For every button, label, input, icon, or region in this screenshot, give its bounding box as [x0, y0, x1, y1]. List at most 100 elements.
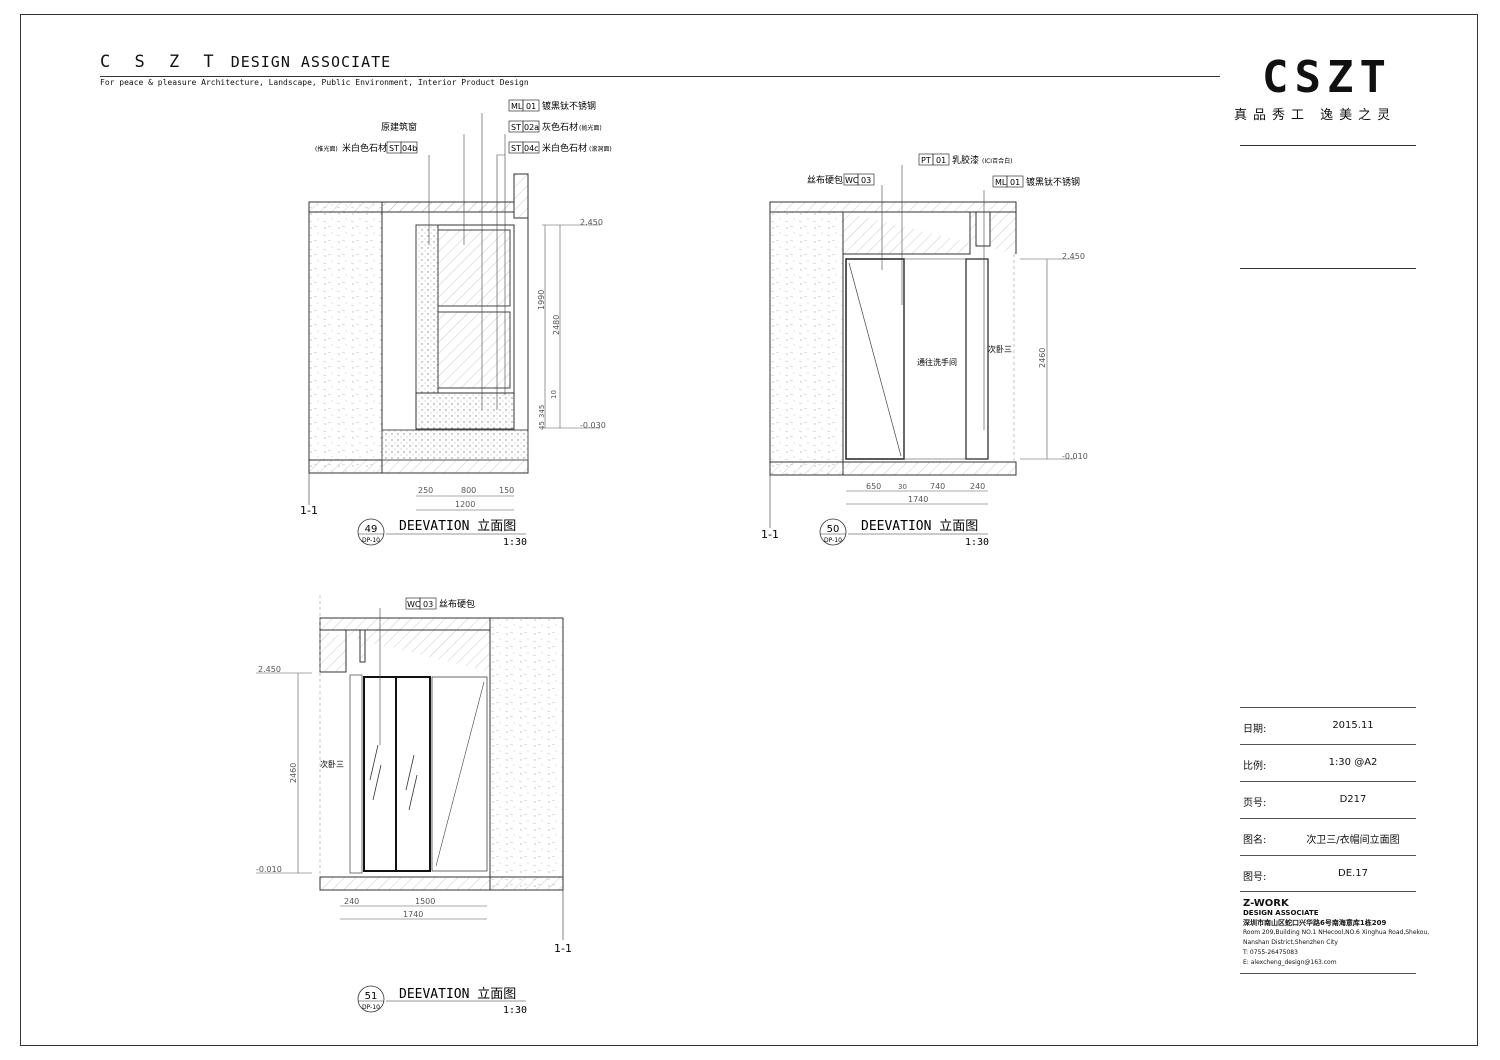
dim-h-240-51: 240	[344, 897, 359, 906]
tag-ml-49: ML	[511, 102, 523, 111]
elevation-49: ML 01 镀黑钛不锈钢 原建筑窗 ST 02a 灰色石材 (抛光面) (推光面…	[300, 99, 612, 548]
floor-50	[769, 461, 1017, 476]
level-bottom-51: -0.010	[256, 865, 282, 874]
level-top-50: 2.450	[1062, 252, 1085, 261]
dim-h-250-49: 250	[418, 486, 433, 495]
dim-v-1990-49: 1990	[537, 290, 546, 310]
drawing-scale-51: 1:30	[503, 1005, 527, 1016]
dim-h-240-50: 240	[970, 482, 985, 491]
ceiling-slab-49	[308, 173, 529, 219]
jamb-50	[965, 258, 989, 460]
label-st02a-note-49: (抛光面)	[579, 124, 602, 132]
elevation-51: WC 03 丝布硬包 次卧三 2.450 -0.010 2460 240 150…	[256, 595, 572, 1016]
label-wc03-50: 丝布硬包	[807, 174, 843, 186]
label-st04b-note-49: (推光面)	[315, 145, 338, 153]
company-block: Z-WORK DESIGN ASSOCIATE 深圳市南山区蛇口兴华路6号南海意…	[1243, 898, 1429, 968]
dim-h-1500-51: 1500	[415, 897, 435, 906]
logo-text: CSZT	[1262, 56, 1392, 96]
stone-sill-49	[415, 392, 515, 430]
dim-h-1740-51: 1740	[403, 910, 423, 919]
wardrobe-door-right-51	[395, 676, 431, 872]
logo-slogan: 真品秀工 逸美之灵	[1234, 108, 1397, 123]
dim-h-30-50: 30	[898, 483, 907, 491]
company-address-cn: 深圳市南山区蛇口兴华路6号南海意库1栋209	[1243, 919, 1387, 927]
jamb-51	[349, 674, 363, 874]
tag-st02a-49: 02a	[524, 123, 539, 132]
company-address-en-2: Nanshan District,Shenzhen City	[1243, 939, 1338, 946]
dim-v-2460-50: 2460	[1038, 348, 1047, 368]
label-bedroom-51: 次卧三	[320, 759, 344, 769]
tag-ml-num-50: 01	[1010, 178, 1020, 187]
stone-frame-49	[415, 224, 439, 394]
section-mark-49: 1-1	[300, 504, 318, 517]
tag-wc-num-51: 03	[423, 600, 433, 609]
label-ml01-50: 镀黑钛不锈钢	[1026, 176, 1080, 188]
tag-ml-50: ML	[995, 178, 1007, 187]
dim-v-10-49: 10	[550, 390, 558, 399]
dim-h-150-49: 150	[499, 486, 514, 495]
tag-wc-num-50: 03	[861, 176, 871, 185]
wall-right-51	[489, 617, 564, 891]
label-st04b-49: 米白色石材	[342, 142, 387, 154]
brand-tagline: For peace & pleasure Architecture, Lands…	[100, 78, 529, 87]
dim-h-1200-49: 1200	[455, 500, 475, 509]
drawing-frame	[20, 14, 1478, 1046]
floor-51	[319, 876, 564, 891]
drawing-title-51: DEEVATION 立面图	[399, 987, 516, 1002]
title-rule-2	[1240, 268, 1416, 269]
section-mark-50: 1-1	[761, 528, 779, 541]
floor-49	[308, 459, 529, 474]
tag-pt-50: PT	[921, 156, 931, 165]
company-sub: DESIGN ASSOCIATE	[1243, 909, 1319, 917]
tag-st-49a: ST	[511, 123, 521, 132]
label-st02a-49: 灰色石材	[542, 121, 578, 133]
level-bottom-50: -0.010	[1062, 452, 1088, 461]
label-pt01-note-50: (ICI百合白)	[982, 157, 1012, 165]
dim-v-2480-49: 2480	[552, 315, 561, 335]
wall-left-49	[308, 201, 383, 474]
drawing-scale-50: 1:30	[965, 537, 989, 548]
dim-h-740-50: 740	[930, 482, 945, 491]
tag-ml-num-49: 01	[526, 102, 536, 111]
tag-pt-num-50: 01	[936, 156, 946, 165]
ceiling-soffit-50	[842, 211, 1017, 255]
wall-left-50	[769, 211, 844, 476]
drawing-title-50: DEEVATION 立面图	[861, 519, 978, 534]
window-pane-bottom-49	[437, 311, 511, 389]
dim-v-2460-51: 2460	[289, 763, 298, 783]
tag-st-49b: ST	[389, 144, 399, 153]
title-row-page: 页号:D217	[1240, 781, 1416, 819]
label-pt01-50: 乳胶漆	[952, 154, 979, 166]
drawing-ref-51: DP-10	[362, 1004, 380, 1011]
brand-title: C S Z T DESIGN ASSOCIATE	[100, 52, 391, 72]
section-mark-51: 1-1	[554, 942, 572, 955]
tag-wc-50: WC	[845, 176, 859, 185]
ceiling-50	[769, 201, 1017, 213]
dim-v-345-49: 345	[538, 405, 546, 418]
brand-letters: C S Z T	[100, 52, 221, 72]
dim-h-650-50: 650	[866, 482, 881, 491]
title-row-name: 图名:次卫三/衣帽间立面图	[1240, 818, 1416, 856]
company-name: Z-WORK	[1243, 898, 1289, 909]
header-rule	[100, 76, 1220, 77]
tag-wc-51: WC	[407, 600, 421, 609]
label-wc03-51: 丝布硬包	[439, 598, 475, 610]
company-address-en-1: Room 209,Building NO.1 NHecool,NO.6 Xing…	[1243, 929, 1430, 936]
drawing-number-50: 50	[827, 524, 840, 535]
dim-h-1740-50: 1740	[908, 495, 928, 504]
label-st04c-note-49: (滚洞面)	[589, 145, 612, 153]
company-phone: T: 0755-26475083	[1243, 949, 1298, 956]
ceiling-51	[319, 617, 491, 631]
panel-51	[431, 676, 488, 872]
stone-base-49	[381, 429, 529, 461]
drawing-number-51: 51	[365, 991, 378, 1002]
elevation-50: 丝布硬包 WC 03 PT 01 乳胶漆 (ICI百合白) ML 01 镀黑钛不…	[761, 153, 1088, 548]
title-row-end	[1240, 891, 1416, 892]
drawing-scale-49: 1:30	[503, 537, 527, 548]
tag-st04c-49: 04c	[524, 144, 539, 153]
drawing-title-49: DEEVATION 立面图	[399, 519, 516, 534]
label-bedroom-50: 次卧三	[988, 344, 1012, 354]
label-orig-window-49: 原建筑窗	[381, 121, 417, 133]
brand-name: DESIGN ASSOCIATE	[230, 53, 392, 71]
